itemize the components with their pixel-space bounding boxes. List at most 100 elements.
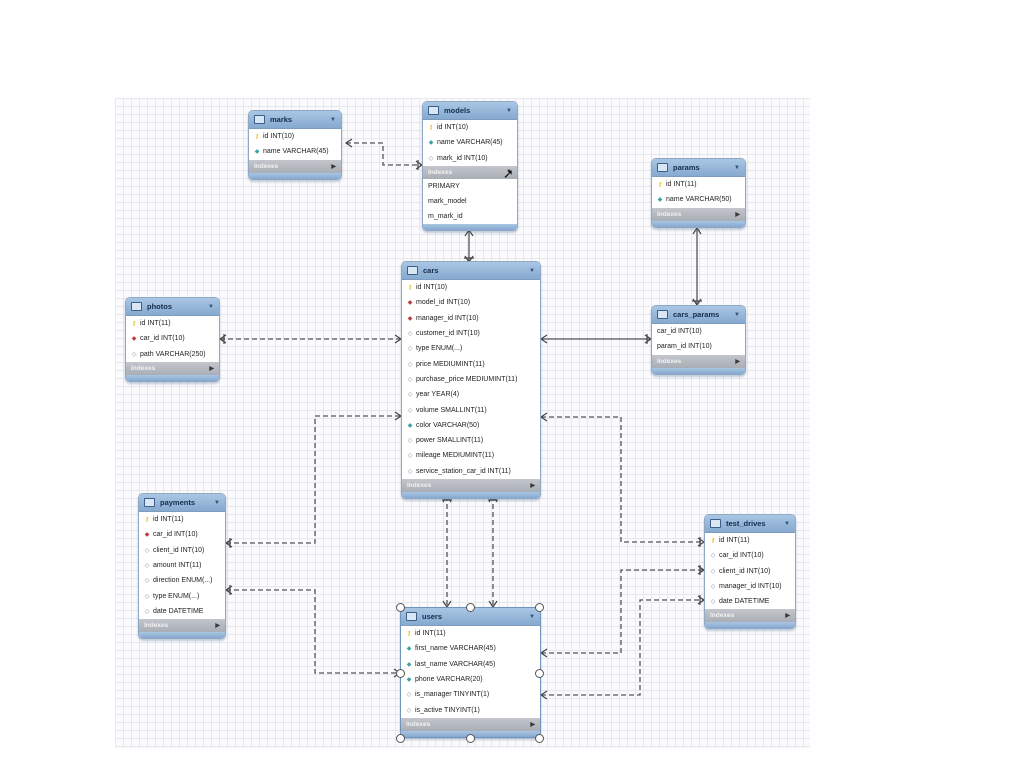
table-header[interactable]: marks▼ — [249, 111, 341, 129]
resize-handle-w[interactable] — [396, 669, 405, 678]
column-row[interactable]: ⚷id INT(11) — [705, 533, 795, 548]
collapse-arrow-icon[interactable]: ▼ — [784, 520, 790, 527]
column-row[interactable]: ◇year YEAR(4) — [402, 387, 540, 402]
table-header[interactable]: test_drives▼ — [705, 515, 795, 533]
column-row[interactable]: ◇direction ENUM(...) — [139, 573, 225, 588]
expand-arrow-icon[interactable]: ▶ — [735, 358, 740, 365]
column-row[interactable]: ◇date DATETIME — [139, 604, 225, 619]
column-row[interactable]: ⚷id INT(11) — [126, 316, 219, 331]
table-header[interactable]: params ▼ — [652, 159, 745, 177]
indexes-bar[interactable]: Indexes▶ — [652, 354, 745, 368]
resize-handle-s[interactable] — [466, 734, 475, 743]
resize-handle-sw[interactable] — [396, 734, 405, 743]
column-row[interactable]: ⚷id INT(11) — [139, 512, 225, 527]
indexes-bar[interactable]: Indexes▶ — [705, 609, 795, 623]
table-params[interactable]: params ▼ ⚷id INT(11) ◆name VARCHAR(50) In… — [651, 158, 746, 228]
collapse-arrow-icon[interactable]: ▼ — [529, 613, 535, 620]
table-header[interactable]: users▼ — [401, 608, 540, 626]
table-users[interactable]: users▼ ⚷id INT(11) ◆first_name VARCHAR(4… — [400, 607, 541, 738]
collapse-arrow-icon[interactable]: ▼ — [214, 499, 220, 506]
table-marks[interactable]: marks▼ ⚷id INT(10) ◆name VARCHAR(45) Ind… — [248, 110, 342, 180]
table-cars-params[interactable]: cars_params▼ car_id INT(10) param_id INT… — [651, 305, 746, 375]
column-row[interactable]: ⚷id INT(10) — [402, 280, 540, 295]
table-payments[interactable]: payments▼ ⚷id INT(11) ◆car_id INT(10) ◇c… — [138, 493, 226, 640]
indexes-bar[interactable]: Indexes▼ — [423, 165, 517, 179]
resize-handle-se[interactable] — [535, 734, 544, 743]
table-test-drives[interactable]: test_drives▼ ⚷id INT(11) ◇car_id INT(10)… — [704, 514, 796, 630]
column-row[interactable]: ◆name VARCHAR(45) — [249, 144, 341, 159]
collapse-arrow-icon[interactable]: ▼ — [330, 116, 336, 123]
column-row[interactable]: car_id INT(10) — [652, 324, 745, 339]
column-row[interactable]: ⚷id INT(10) — [249, 129, 341, 144]
column-row[interactable]: ◇purchase_price MEDIUMINT(11) — [402, 372, 540, 387]
column-row[interactable]: ◇car_id INT(10) — [705, 548, 795, 563]
collapse-arrow-icon[interactable]: ▼ — [506, 107, 512, 114]
collapse-arrow-icon[interactable]: ▼ — [734, 311, 740, 318]
column-row[interactable]: ◇manager_id INT(10) — [705, 579, 795, 594]
column-row[interactable]: ◆car_id INT(10) — [139, 527, 225, 542]
column-row[interactable]: ◇type ENUM(...) — [402, 341, 540, 356]
expand-arrow-icon[interactable]: ▶ — [215, 623, 220, 630]
indexes-bar[interactable]: Indexes▶ — [126, 361, 219, 375]
collapse-arrow-icon[interactable]: ▼ — [208, 303, 214, 310]
expand-arrow-icon[interactable]: ▶ — [530, 721, 535, 728]
column-row[interactable]: ◇volume SMALLINT(11) — [402, 402, 540, 417]
expand-arrow-icon[interactable]: ▶ — [785, 613, 790, 620]
column-row[interactable]: ◇client_id INT(10) — [705, 564, 795, 579]
expand-arrow-icon[interactable]: ▶ — [209, 365, 214, 372]
column-row[interactable]: ◇type ENUM(...) — [139, 588, 225, 603]
column-row[interactable]: ◆name VARCHAR(45) — [423, 135, 517, 150]
column-row[interactable]: ◇is_manager TINYINT(1) — [401, 687, 540, 702]
column-row[interactable]: ◇customer_id INT(10) — [402, 326, 540, 341]
table-header[interactable]: payments▼ — [139, 494, 225, 512]
column-row[interactable]: ◇mileage MEDIUMINT(11) — [402, 448, 540, 463]
column-row[interactable]: ⚷id INT(11) — [652, 177, 745, 192]
indexes-bar[interactable]: Indexes▶ — [249, 159, 341, 173]
table-cars[interactable]: cars▼ ⚷id INT(10) ◆model_id INT(10) ◆man… — [401, 261, 541, 499]
expand-arrow-icon[interactable]: ▶ — [735, 211, 740, 218]
column-row[interactable]: ◆name VARCHAR(50) — [652, 192, 745, 207]
column-row[interactable]: ◆color VARCHAR(50) — [402, 418, 540, 433]
resize-handle-ne[interactable] — [535, 603, 544, 612]
column-row[interactable]: ◆last_name VARCHAR(45) — [401, 657, 540, 672]
table-header[interactable]: photos▼ — [126, 298, 219, 316]
index-item[interactable]: mark_model — [428, 197, 467, 205]
index-item[interactable]: PRIMARY — [428, 182, 460, 190]
indexes-bar[interactable]: Indexes▶ — [402, 478, 540, 492]
table-header[interactable]: models▼ — [423, 102, 517, 120]
resize-handle-nw[interactable] — [396, 603, 405, 612]
column-row[interactable]: ◇is_active TINYINT(1) — [401, 702, 540, 717]
column-row[interactable]: ◇mark_id INT(10) — [423, 151, 517, 166]
column-row[interactable]: ◇price MEDIUMINT(11) — [402, 356, 540, 371]
table-models[interactable]: models▼ ⚷id INT(10) ◆name VARCHAR(45) ◇m… — [422, 101, 518, 231]
table-header[interactable]: cars_params▼ — [652, 306, 745, 324]
table-header[interactable]: cars▼ — [402, 262, 540, 280]
column-row[interactable]: param_id INT(10) — [652, 339, 745, 354]
index-item[interactable]: m_mark_id — [428, 212, 463, 220]
column-row[interactable]: ⚷id INT(10) — [423, 120, 517, 135]
indexes-bar[interactable]: Indexes▶ — [401, 717, 540, 731]
collapse-arrow-icon[interactable]: ▼ — [506, 169, 512, 176]
table-name: params — [673, 163, 700, 172]
expand-arrow-icon[interactable]: ▶ — [530, 482, 535, 489]
column-row[interactable]: ◇power SMALLINT(11) — [402, 433, 540, 448]
resize-handle-n[interactable] — [466, 603, 475, 612]
column-row[interactable]: ◆phone VARCHAR(20) — [401, 672, 540, 687]
column-row[interactable]: ◇client_id INT(10) — [139, 543, 225, 558]
indexes-bar[interactable]: Indexes▶ — [652, 207, 745, 221]
column-row[interactable]: ◇path VARCHAR(250) — [126, 347, 219, 362]
resize-handle-e[interactable] — [535, 669, 544, 678]
column-row[interactable]: ◇service_station_car_id INT(11) — [402, 464, 540, 479]
table-photos[interactable]: photos▼ ⚷id INT(11) ◆car_id INT(10) ◇pat… — [125, 297, 220, 382]
column-row[interactable]: ◆manager_id INT(10) — [402, 311, 540, 326]
column-row[interactable]: ◇amount INT(11) — [139, 558, 225, 573]
column-row[interactable]: ◆model_id INT(10) — [402, 295, 540, 310]
column-row[interactable]: ◆first_name VARCHAR(45) — [401, 641, 540, 656]
expand-arrow-icon[interactable]: ▶ — [331, 163, 336, 170]
column-row[interactable]: ◆car_id INT(10) — [126, 331, 219, 346]
indexes-bar[interactable]: Indexes▶ — [139, 619, 225, 633]
column-row[interactable]: ◇date DATETIME — [705, 594, 795, 609]
collapse-arrow-icon[interactable]: ▼ — [734, 164, 740, 171]
collapse-arrow-icon[interactable]: ▼ — [529, 267, 535, 274]
column-row[interactable]: ⚷id INT(11) — [401, 626, 540, 641]
